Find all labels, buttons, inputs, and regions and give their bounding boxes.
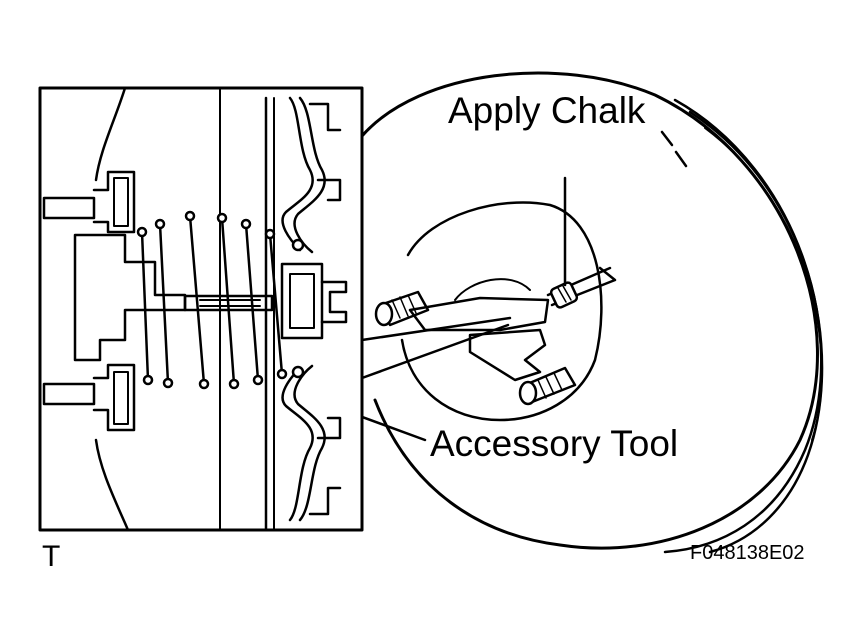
section-detail — [38, 86, 364, 532]
apply-chalk-label: Apply Chalk — [448, 90, 646, 131]
wheel-bolt-left — [374, 290, 430, 327]
callout-line — [360, 323, 510, 380]
disc-highlight — [674, 150, 688, 168]
mount-bracket-lower — [92, 363, 136, 432]
diaphragm-edge — [316, 178, 342, 202]
diaphragm — [293, 96, 326, 254]
tool-arm — [408, 296, 550, 332]
housing-curve — [94, 86, 127, 182]
diaphragm — [281, 96, 314, 252]
mount-bracket-upper — [113, 177, 129, 227]
view-mark-label: T — [42, 540, 61, 573]
chalk-point-knob-grip — [557, 285, 572, 303]
mount-bracket-lower — [113, 371, 129, 425]
spring-seat — [289, 273, 315, 329]
rivet — [291, 365, 305, 379]
diaphragm-edge — [316, 416, 342, 440]
diaphragm — [281, 366, 314, 522]
disc-outer-edge-4 — [704, 127, 823, 441]
diaphragm-edge — [308, 102, 342, 132]
hub-inner — [454, 278, 531, 301]
spring-seat — [280, 262, 324, 340]
center-shaft — [183, 294, 274, 312]
rivet — [291, 238, 305, 252]
housing-curve — [94, 438, 130, 532]
diaphragm-edge — [308, 486, 342, 516]
disc-outer-edge — [360, 71, 819, 550]
mount-bracket-upper — [92, 170, 136, 234]
mount-bolt-upper — [42, 196, 96, 220]
spring-seat-clip — [320, 280, 348, 324]
disc-outer-edge-2 — [663, 98, 823, 554]
tool-arm — [468, 328, 547, 382]
mount-bolt-lower — [42, 382, 96, 406]
diaphragm — [293, 364, 326, 522]
disc-highlight — [660, 130, 674, 147]
hub-ring — [400, 201, 603, 422]
accessory-tool-label: Accessory Tool — [430, 423, 679, 464]
callout-line — [360, 316, 512, 342]
chalk-point-knob — [549, 281, 579, 309]
figure-code-label: F048138E02 — [690, 542, 805, 564]
wheel-bolt-right — [518, 366, 577, 406]
center-shaft-detail — [199, 299, 261, 307]
